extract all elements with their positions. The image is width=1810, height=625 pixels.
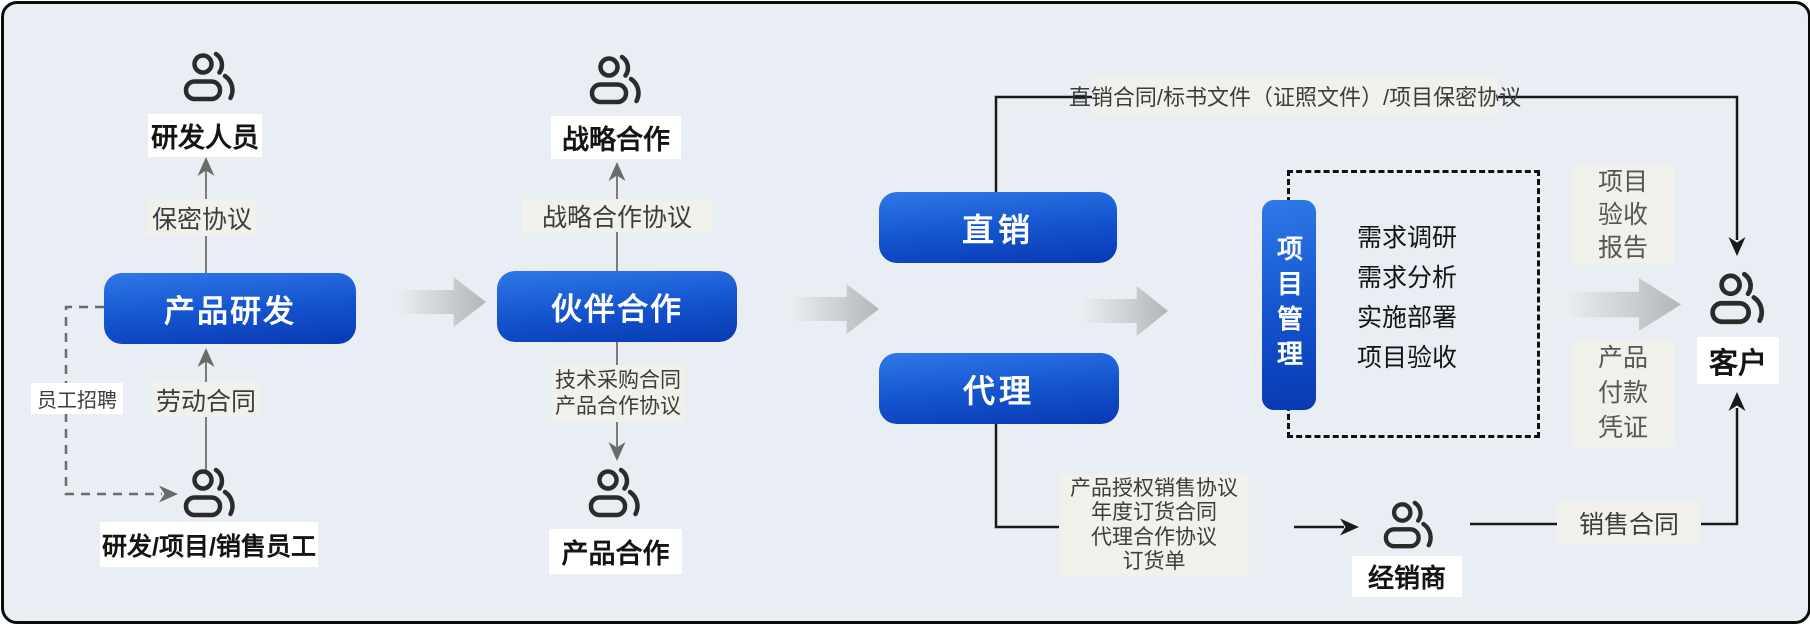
distributor-label: 经销商 (1352, 556, 1462, 597)
black-arrowheads (1340, 237, 1746, 536)
product-coop-label: 产品合作 (549, 529, 682, 574)
recruit-edge-label: 员工招聘 (31, 383, 123, 414)
customer-icon (1707, 270, 1769, 327)
payment-voucher-line3: 凭证 (1597, 414, 1648, 442)
strategic-coop-label: 战略合作 (551, 116, 681, 159)
nda-edge-label: 保密协议 (147, 199, 257, 236)
payment-voucher-line2: 付款 (1597, 379, 1648, 407)
project-step-1: 需求调研 (1357, 224, 1458, 252)
agency-docs-edge-label: 产品授权销售协议 年度订货合同 代理合作协议 订货单 (1059, 474, 1249, 577)
project-step-3: 实施部署 (1357, 304, 1458, 332)
agency-docs-line3: 代理合作协议 (1091, 525, 1217, 549)
rd-staff-icon (181, 50, 239, 104)
tech-purchase-line1: 技术采购合同 (555, 368, 681, 392)
agency-docs-line4: 订货单 (1122, 550, 1186, 573)
project-steps-list: 需求调研 需求分析 实施部署 项目验收 (1357, 218, 1457, 378)
payment-voucher-line1: 产品 (1597, 344, 1648, 372)
customer-label: 客户 (1697, 337, 1779, 384)
labor-contract-edge-label: 劳动合同 (151, 382, 261, 417)
project-step-2: 需求分析 (1357, 264, 1458, 292)
project-mgmt-box-label: 项目管理 (1273, 235, 1304, 375)
acceptance-report-line1: 项目 (1597, 167, 1648, 196)
agency-docs-line2: 年度订货合同 (1091, 501, 1217, 524)
gray-arrowheads (197, 157, 626, 461)
rd-staff-label: 研发人员 (148, 114, 262, 157)
tech-purchase-line2: 产品合作协议 (555, 394, 681, 418)
employees-icon (181, 466, 239, 520)
acceptance-report-line3: 报告 (1597, 233, 1648, 262)
distributor-icon (1381, 499, 1437, 551)
product-partner-icon (586, 466, 644, 520)
agency-box: 代理 (879, 353, 1119, 424)
partner-coop-box: 伙伴合作 (497, 271, 737, 342)
tech-purchase-edge-label: 技术采购合同 产品合作协议 (551, 365, 685, 422)
strategic-agreement-edge-label: 战略合作协议 (522, 199, 712, 232)
employees-label: 研发/项目/销售员工 (100, 522, 318, 567)
acceptance-report-label: 项目 验收 报告 (1572, 165, 1674, 265)
project-mgmt-box: 项目管理 (1262, 200, 1316, 410)
direct-sales-box: 直销 (879, 192, 1117, 263)
strategic-partner-icon (587, 53, 645, 107)
direct-contract-edge-label: 直销合同/标书文件（证照文件）/项目保密协议 (1069, 77, 1521, 115)
agency-docs-line1: 产品授权销售协议 (1070, 476, 1238, 500)
product-rd-box: 产品研发 (104, 273, 356, 344)
recruit-arrowhead (159, 485, 178, 503)
payment-voucher-label: 产品 付款 凭证 (1572, 340, 1674, 447)
acceptance-report-line2: 验收 (1597, 200, 1648, 229)
sales-contract-edge-label: 销售合同 (1557, 502, 1701, 544)
project-step-4: 项目验收 (1357, 344, 1458, 372)
